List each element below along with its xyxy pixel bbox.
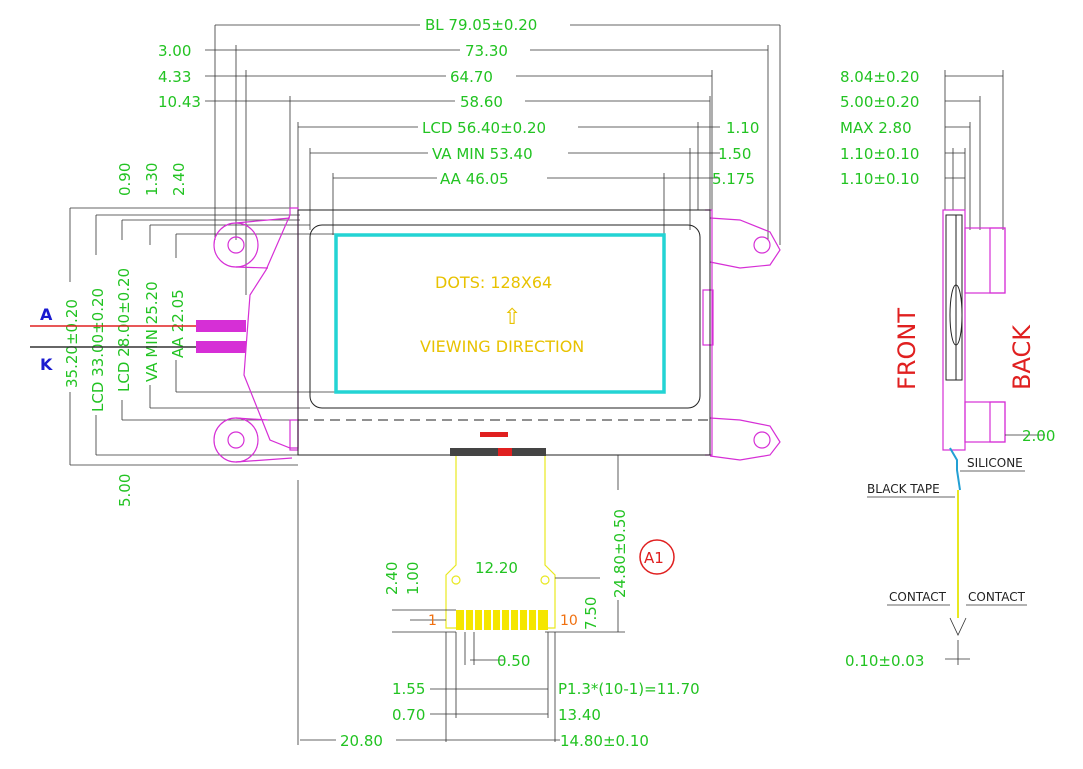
dim-500-label: 5.00 [116, 474, 134, 507]
dim-5175-label: 5.175 [712, 170, 755, 188]
fpc-dim-155-label: 1.55 [392, 680, 425, 698]
fpc-dimension-labels: 12.20 1 10 2.40 1.00 7.50 24.80±0.50 0.5… [336, 490, 700, 750]
va-width-label: VA MIN 53.40 [432, 145, 533, 163]
dim-090-label: 0.90 [116, 163, 134, 196]
contact-left-label: CONTACT [889, 590, 947, 604]
front-label: FRONT [893, 308, 921, 390]
back-label: BACK [1008, 324, 1036, 390]
fpc-dim-750-label: 7.50 [582, 597, 600, 630]
fpc-dim-050-label: 0.50 [497, 652, 530, 670]
dots-label: DOTS: 128X64 [435, 273, 552, 292]
up-arrow-icon: ⇧ [503, 305, 521, 330]
fpc-dim-100-label: 1.00 [404, 562, 422, 595]
anode-label: A [40, 305, 53, 324]
side-view-labels: 8.04±0.20 5.00±0.20 MAX 2.80 1.10±0.10 1… [840, 68, 1055, 670]
revision-a1-label: A1 [644, 549, 664, 567]
fpc-offset-label: 20.80 [340, 732, 383, 750]
dim-150-label: 1.50 [718, 145, 751, 163]
side-view [867, 70, 1045, 665]
contact-tolerance-label: 0.10±0.03 [845, 652, 924, 670]
fpc-pitch-width-label: 12.20 [475, 559, 518, 577]
dim-130-label: 1.30 [143, 163, 161, 196]
aa-height-label: AA 22.05 [169, 289, 187, 358]
top-dimension-labels: BL 79.05±0.20 73.30 64.70 58.60 LCD 56.4… [158, 14, 759, 188]
contact-right-label: CONTACT [968, 590, 1026, 604]
cathode-label: K [40, 355, 53, 374]
side-max-label: MAX 2.80 [840, 119, 912, 137]
bl-width-label: BL 79.05±0.20 [425, 16, 537, 34]
dim-1043-label: 10.43 [158, 93, 201, 111]
viewing-direction-label: VIEWING DIRECTION [420, 337, 584, 356]
silicone-label: SILICONE [967, 456, 1023, 470]
left-vertical-dimension-labels: 0.90 1.30 2.40 35.20±0.20 LCD 33.00±0.20… [62, 163, 188, 507]
side-glass-2-label: 1.10±0.10 [840, 170, 919, 188]
left-vertical-dimension-lines [69, 207, 335, 466]
fpc-dim-240-label: 2.40 [383, 562, 401, 595]
fpc-dim-070-label: 0.70 [392, 706, 425, 724]
dim-300-label: 3.00 [158, 42, 191, 60]
module-outline [213, 207, 781, 463]
led-leads: A K [30, 305, 246, 374]
pin-1-label: 1 [428, 613, 437, 629]
lcd-inner-height-label: LCD 28.00±0.20 [115, 268, 133, 392]
lcd-height-label: LCD 33.00±0.20 [89, 288, 107, 412]
dim-240-label: 2.40 [170, 163, 188, 196]
lcd-width-label: LCD 56.40±0.20 [422, 119, 546, 137]
mount-pitch-label: 73.30 [465, 42, 508, 60]
fpc-dim-1340-label: 13.40 [558, 706, 601, 724]
black-tape-label: BLACK TAPE [867, 482, 940, 496]
fpc-pitch-formula-label: P1.3*(10-1)=11.70 [558, 680, 700, 698]
fpc-length-label: 24.80±0.50 [611, 509, 629, 598]
aa-width-label: AA 46.05 [440, 170, 509, 188]
side-lcd-thickness-label: 5.00±0.20 [840, 93, 919, 111]
dim-110-label: 1.10 [726, 119, 759, 137]
side-dim-200-label: 2.00 [1022, 427, 1055, 445]
pin-10-label: 10 [560, 613, 578, 629]
fpc-connector [445, 432, 556, 630]
dim-6470-label: 64.70 [450, 68, 493, 86]
fpc-dimension-lines [297, 455, 625, 745]
fpc-width-label: 14.80±0.10 [560, 732, 649, 750]
dim-433-label: 4.33 [158, 68, 191, 86]
total-height-label: 35.20±0.20 [63, 299, 81, 388]
display-annotations: DOTS: 128X64 ⇧ VIEWING DIRECTION [420, 273, 584, 356]
side-glass-1-label: 1.10±0.10 [840, 145, 919, 163]
va-height-label: VA MIN 25.20 [143, 281, 161, 382]
side-thickness-label: 8.04±0.20 [840, 68, 919, 86]
dim-5860-label: 58.60 [460, 93, 503, 111]
